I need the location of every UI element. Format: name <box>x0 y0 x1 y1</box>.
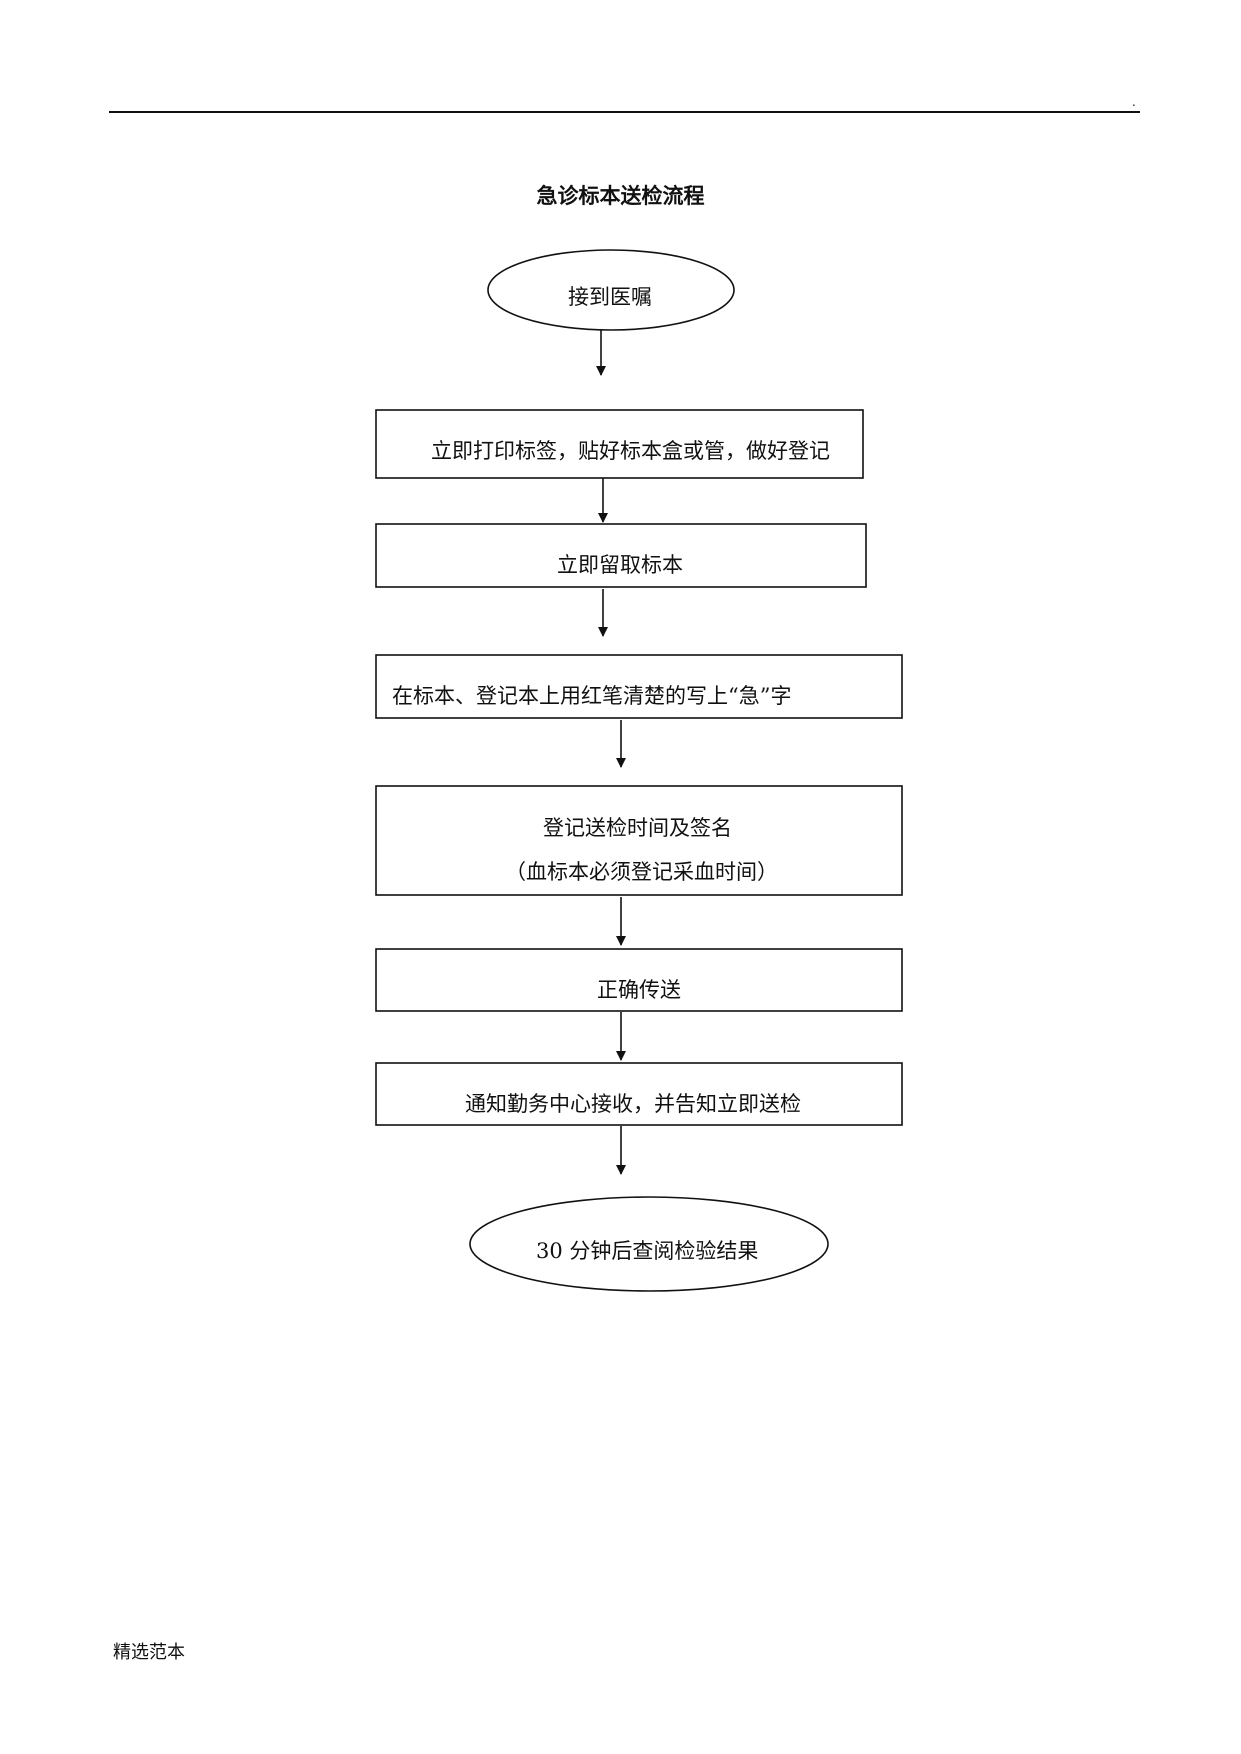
step-5-label: 正确传送 <box>597 978 681 1002</box>
step-4-label-line1: 登记送检时间及签名 <box>543 816 732 840</box>
step-4-label-line2: （血标本必须登记采血时间） <box>505 860 778 884</box>
end-node-label: 30 分钟后查阅检验结果 <box>536 1239 759 1263</box>
step-box-3 <box>375 654 903 719</box>
step-1-label: 立即打印标签，贴好标本盒或管，做好登记 <box>431 439 830 463</box>
step-box-1 <box>375 409 864 479</box>
step-box-6 <box>375 1062 903 1126</box>
footer-text: 精选范本 <box>113 1642 185 1663</box>
start-node <box>487 249 735 331</box>
end-node <box>469 1196 829 1292</box>
start-node-label: 接到医嘱 <box>568 285 652 309</box>
header-mark: . <box>1132 95 1136 109</box>
step-box-4 <box>375 785 903 896</box>
step-box-5 <box>375 948 903 1012</box>
header-rule <box>109 111 1140 113</box>
step-3-label: 在标本、登记本上用红笔清楚的写上“急”字 <box>392 684 792 708</box>
document-title: 急诊标本送检流程 <box>536 184 705 208</box>
step-box-2 <box>375 523 867 588</box>
step-6-label: 通知勤务中心接收，并告知立即送检 <box>465 1092 801 1116</box>
step-2-label: 立即留取标本 <box>557 553 683 577</box>
